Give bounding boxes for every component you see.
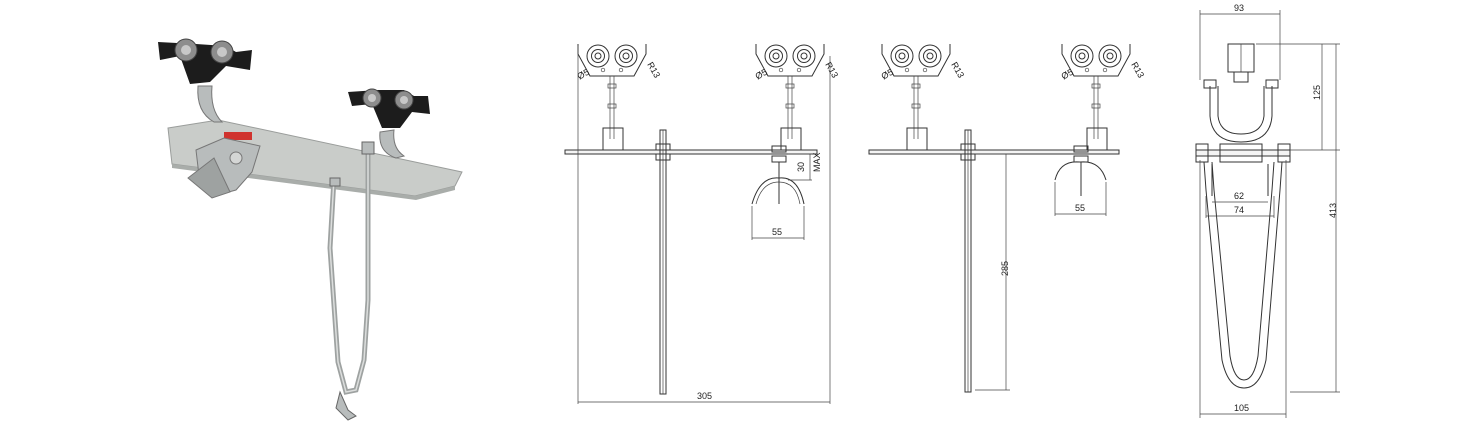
product-illustration	[158, 38, 463, 421]
dim-55-a: 55	[772, 227, 782, 237]
dim-285: 285	[1000, 261, 1010, 276]
dim-93: 93	[1234, 3, 1244, 13]
dim-55-b: 55	[1075, 203, 1085, 213]
dim-305: 305	[697, 391, 712, 401]
dim-r13-c: R13	[949, 60, 966, 79]
dim-r13-b: R13	[823, 60, 840, 79]
dim-413: 413	[1328, 203, 1338, 218]
dim-r13-d: R13	[1129, 60, 1146, 79]
cable-clamp	[187, 132, 261, 199]
plate-edge	[172, 164, 455, 200]
dim-105: 105	[1234, 403, 1249, 413]
dim-max: MAX	[812, 152, 822, 172]
dim-phi5-c: Ø5	[880, 67, 895, 82]
dim-62: 62	[1234, 191, 1244, 201]
hanging-rod	[327, 141, 375, 421]
dim-phi5-d: Ø5	[1060, 67, 1075, 82]
dim-125: 125	[1312, 85, 1322, 100]
plate-1	[564, 149, 818, 155]
drawing-front-view-1: Ø5 R13 Ø5 R13 305 55 30 MAX	[564, 43, 840, 404]
drawing-side-view: 93 125 413 62 74 105	[1195, 3, 1340, 418]
dim-phi5-b: Ø5	[754, 67, 769, 82]
dim-74: 74	[1234, 205, 1244, 215]
trolley-left	[158, 38, 252, 123]
dim-r13-a: R13	[645, 60, 662, 79]
drawing-front-view-2: Ø5 R13 Ø5 R13 285 55	[868, 43, 1146, 393]
trolley-right	[348, 88, 430, 159]
dim-30: 30	[796, 162, 806, 172]
